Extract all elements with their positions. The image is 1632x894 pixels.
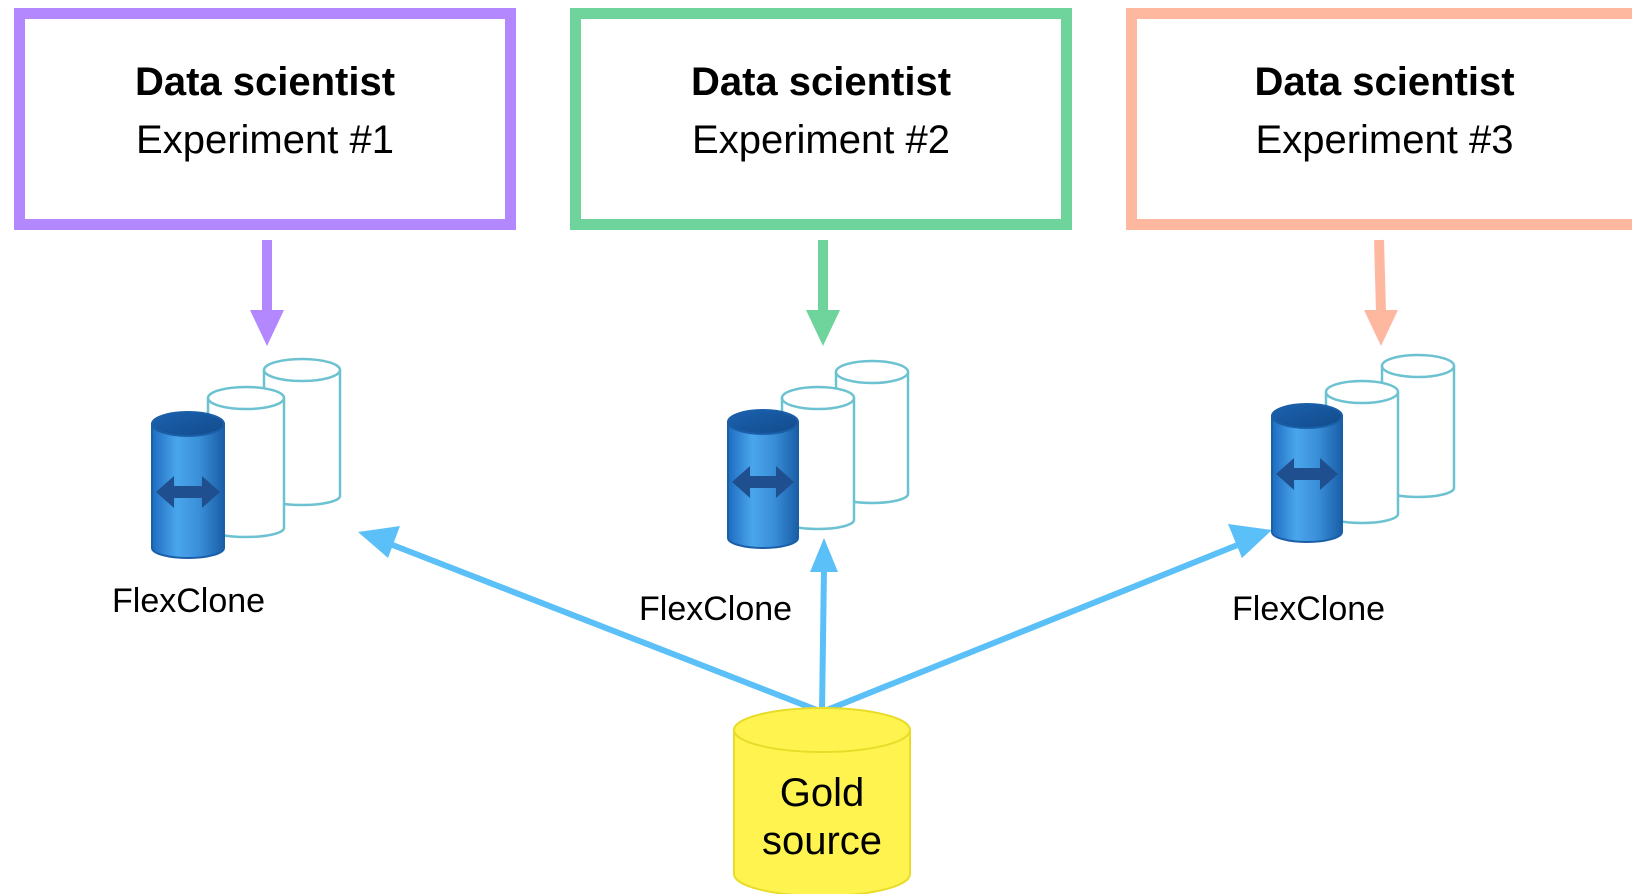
experiment-role: Data scientist — [1254, 60, 1515, 104]
flexclone-icon-3 — [1271, 353, 1456, 543]
gold-source-label-line1: Gold — [780, 771, 865, 815]
down-arrow-3 — [1364, 239, 1398, 346]
gold-source-label-line2: source — [762, 819, 882, 863]
experiment-box-3: Data scientist Experiment #3 — [1126, 8, 1632, 230]
clone-label-1: FlexClone — [112, 582, 265, 620]
flexclone-icon-1 — [151, 357, 342, 559]
clone-label-2: FlexClone — [639, 590, 792, 628]
clone-label-3: FlexClone — [1232, 590, 1385, 628]
experiment-box-1: Data scientist Experiment #1 — [14, 8, 516, 230]
experiment-name: Experiment #2 — [692, 118, 950, 162]
experiment-role: Data scientist — [134, 60, 396, 104]
experiment-name: Experiment #1 — [136, 118, 394, 162]
experiment-box-2: Data scientist Experiment #2 — [570, 8, 1072, 230]
flow-arrows — [358, 524, 1272, 715]
experiment-role: Data scientist — [690, 60, 952, 104]
flexclone-icon-2 — [727, 359, 910, 549]
down-arrow-1 — [250, 240, 284, 346]
experiment-name: Experiment #3 — [1255, 118, 1514, 162]
gold-source-icon — [733, 707, 911, 894]
down-arrow-2 — [806, 240, 840, 346]
